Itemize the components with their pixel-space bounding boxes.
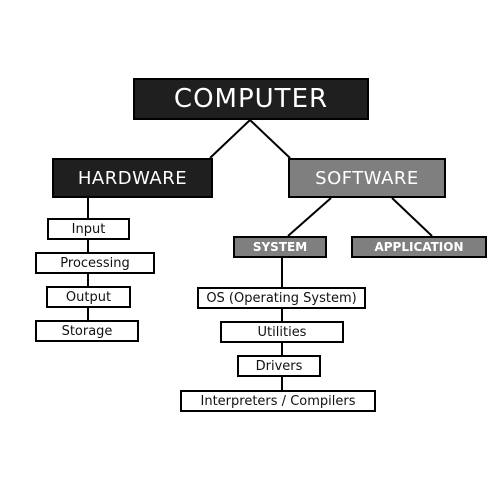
software-node: SOFTWARE (288, 158, 446, 198)
connector-software-application (391, 197, 433, 237)
system-item-label: Interpreters / Compilers (200, 393, 356, 409)
system-item-interpreters-compilers: Interpreters / Compilers (180, 390, 376, 412)
system-item-utilities: Utilities (220, 321, 344, 343)
hardware-item-input: Input (47, 218, 130, 240)
software-label: SOFTWARE (315, 167, 419, 189)
system-item-label: Utilities (257, 324, 307, 340)
system-label: SYSTEM (252, 240, 308, 254)
hardware-item-label: Input (71, 221, 106, 237)
hardware-label: HARDWARE (77, 167, 188, 189)
connector-software-system (287, 197, 332, 237)
hardware-item-storage: Storage (35, 320, 139, 342)
hardware-item-label: Storage (61, 323, 113, 339)
system-item-drivers: Drivers (237, 355, 321, 377)
computer-label: COMPUTER (173, 84, 329, 114)
connector-computer-software (249, 119, 291, 159)
hardware-item-processing: Processing (35, 252, 155, 274)
system-item-label: OS (Operating System) (206, 290, 357, 306)
application-label: APPLICATION (374, 240, 464, 254)
hardware-node: HARDWARE (52, 158, 213, 198)
hardware-item-label: Processing (60, 255, 130, 271)
computer-node: COMPUTER (133, 78, 369, 120)
hardware-item-label: Output (65, 289, 112, 305)
connector-computer-hardware (209, 119, 251, 159)
system-item-os: OS (Operating System) (197, 287, 366, 309)
application-node: APPLICATION (351, 236, 487, 258)
system-item-label: Drivers (255, 358, 303, 374)
system-node: SYSTEM (233, 236, 327, 258)
hardware-item-output: Output (46, 286, 131, 308)
